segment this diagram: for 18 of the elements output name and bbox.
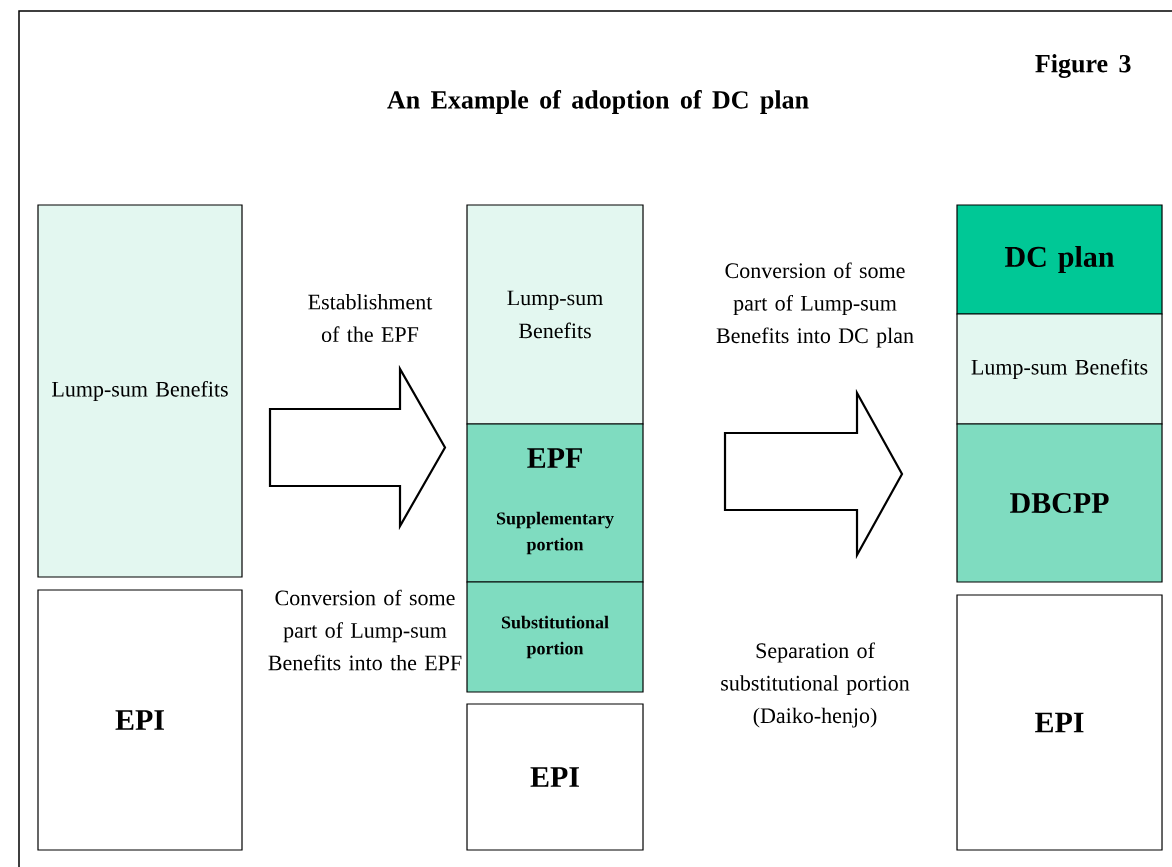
block-arrow xyxy=(723,388,904,560)
benefit-block: EPI xyxy=(956,594,1163,851)
benefit-block: EPI xyxy=(37,589,243,851)
diagram-title: An Example of adoption of DC plan xyxy=(387,90,809,114)
figure-number: Figure 3 xyxy=(1035,54,1131,78)
benefit-block: DC plan xyxy=(956,204,1163,315)
benefit-block: DBCPP xyxy=(956,423,1163,583)
step-description: Establishment of the EPF xyxy=(308,294,433,342)
benefit-block: EPF Supplementary portion xyxy=(466,423,644,583)
step-description: Conversion of some part of Lump-sum Benefits into the EPF xyxy=(268,589,462,671)
benefit-block: Lump-sum Benefits xyxy=(466,204,644,425)
block-arrow xyxy=(268,364,447,531)
benefit-block: Lump-sum Benefits xyxy=(956,313,1163,425)
benefit-block: EPI xyxy=(466,703,644,851)
step-description: Conversion of some part of Lump-sum Benefits into DC plan xyxy=(716,262,914,348)
benefit-block: Lump-sum Benefits xyxy=(37,204,243,578)
benefit-block: Substitutional portion xyxy=(466,581,644,693)
step-description: Separation of substitutional portion (Daiko-henjo) xyxy=(721,642,910,728)
